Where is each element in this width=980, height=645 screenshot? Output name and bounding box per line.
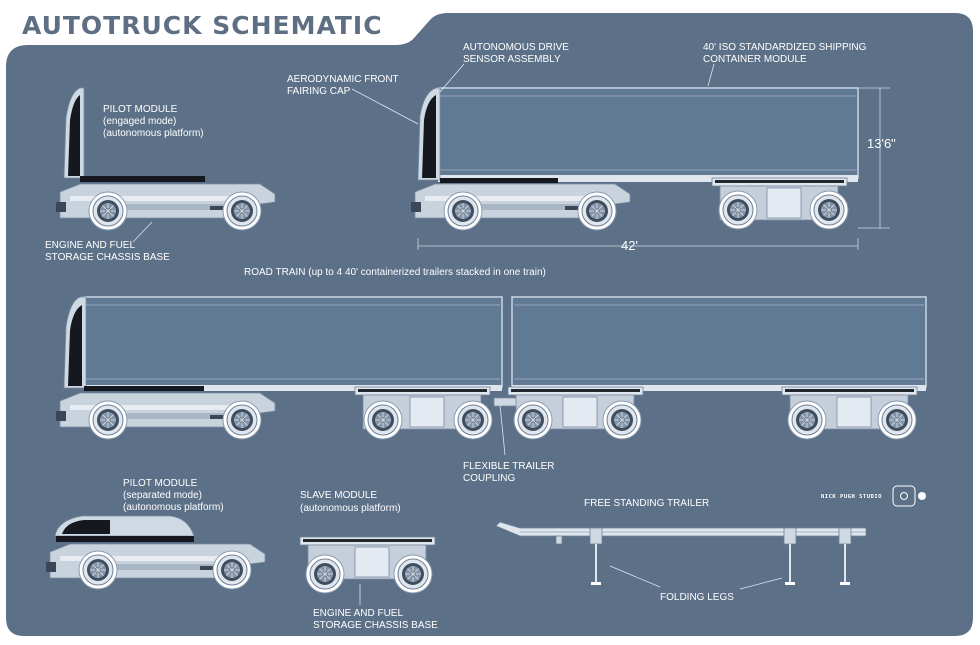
truck-with-container (410, 87, 859, 231)
label-engine-base-top: ENGINE AND FUEL STORAGE CHASSIS BASE (45, 240, 170, 263)
label-folding-legs: FOLDING LEGS (660, 592, 734, 603)
wheel-icon (78, 550, 118, 590)
label-pilot-separated: PILOT MODULE (separated mode) (autonomou… (123, 478, 224, 513)
wheel-icon (443, 191, 483, 231)
label-road-train: ROAD TRAIN (up to 4 40' containerized tr… (244, 267, 546, 278)
wheel-icon (577, 191, 617, 231)
wheel-icon (222, 191, 262, 231)
label-slave: SLAVE MODULE (autonomous platform) (300, 490, 401, 514)
wheel-icon (718, 190, 758, 230)
trailer-coupling (493, 397, 517, 407)
wheel-icon (809, 190, 849, 230)
container-icon (437, 87, 859, 179)
studio-logo-icon (892, 485, 916, 507)
wheel-icon (393, 554, 433, 594)
pilot-module-separated (45, 515, 266, 590)
label-engine-base-bottom: ENGINE AND FUEL STORAGE CHASSIS BASE (313, 608, 438, 631)
label-container: 40' ISO STANDARDIZED SHIPPING CONTAINER … (703, 42, 869, 65)
label-pilot-engaged: PILOT MODULE (engaged mode) (autonomous … (103, 104, 204, 139)
wheel-icon (363, 400, 403, 440)
wheel-icon (877, 400, 917, 440)
wheel-icon (222, 400, 262, 440)
wheel-icon (88, 191, 128, 231)
label-free-trailer: FREE STANDING TRAILER (584, 498, 709, 509)
label-sensor: AUTONOMOUS DRIVE SENSOR ASSEMBLY (463, 42, 572, 65)
wheel-icon (513, 400, 553, 440)
wheel-icon (787, 400, 827, 440)
dimension-length: 42' (621, 238, 638, 253)
wheel-icon (88, 400, 128, 440)
studio-credit: NICK PUGH STUDIO (821, 494, 882, 500)
label-aero-cap: AERODYNAMIC FRONT FAIRING CAP (287, 74, 401, 97)
road-train (55, 296, 927, 440)
wheel-icon (212, 550, 252, 590)
wheel-icon (453, 400, 493, 440)
dimension-height: 13'6" (867, 136, 896, 151)
page-title: AUTOTRUCK SCHEMATIC (22, 11, 383, 40)
pilot-module-engaged (55, 87, 276, 231)
wheel-icon (305, 554, 345, 594)
trailer-frame-icon (495, 521, 867, 585)
label-coupling: FLEXIBLE TRAILER COUPLING (463, 461, 557, 484)
wheel-icon (602, 400, 642, 440)
